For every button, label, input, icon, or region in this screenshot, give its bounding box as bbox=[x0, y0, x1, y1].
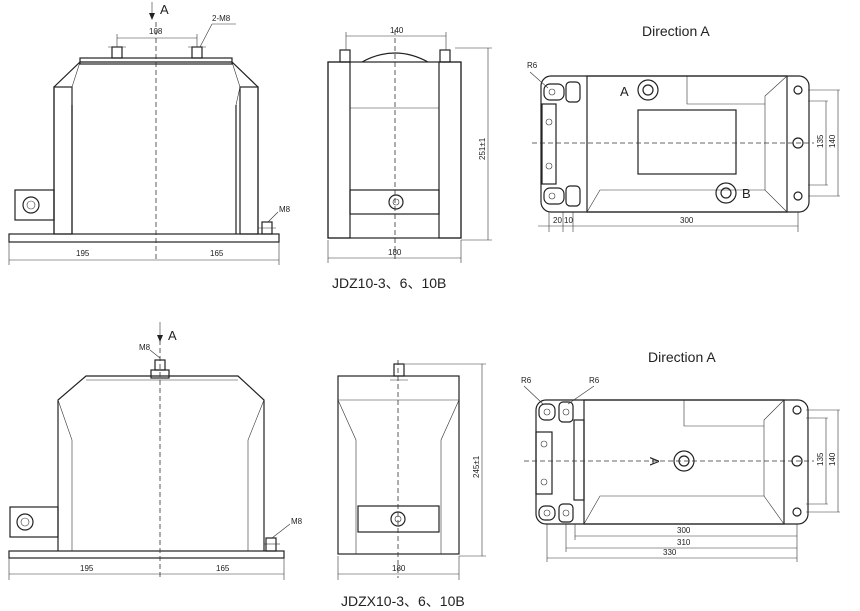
terminal-a-label: A bbox=[620, 84, 629, 99]
label-m8-ground: M8 bbox=[279, 205, 291, 214]
dim-180: 180 bbox=[388, 248, 402, 257]
bottom-plan-view: Direction A A R6 R6 bbox=[521, 349, 840, 562]
dim-330: 330 bbox=[663, 548, 677, 557]
top-direction-title: Direction A bbox=[642, 23, 710, 39]
top-plan-view: Direction A A B R6 bbox=[527, 23, 840, 232]
dim-180-bottom: 180 bbox=[392, 564, 406, 573]
dim-300: 300 bbox=[680, 216, 694, 225]
label-r6-left: R6 bbox=[521, 376, 532, 385]
dim-10: 10 bbox=[564, 216, 573, 225]
dim-140: 140 bbox=[828, 134, 837, 148]
top-side-view: 140 251±1 180 bbox=[327, 26, 492, 263]
dim-108: 108 bbox=[149, 27, 163, 36]
label-2-m8: 2-M8 bbox=[212, 14, 231, 23]
dim-140-bottom: 140 bbox=[828, 452, 837, 466]
dim-135-bottom: 135 bbox=[816, 452, 825, 466]
dim-300-bottom: 300 bbox=[677, 526, 691, 535]
bottom-side-view: 245±1 180 bbox=[337, 360, 486, 580]
top-view-arrow-label: A bbox=[160, 2, 169, 17]
dim-165: 165 bbox=[210, 249, 224, 258]
terminal-a-label-bottom: A bbox=[647, 457, 662, 466]
label-m8-ground-bottom: M8 bbox=[291, 517, 303, 526]
bottom-direction-title: Direction A bbox=[648, 349, 716, 365]
label-r6: R6 bbox=[527, 61, 538, 70]
dim-height-245: 245±1 bbox=[472, 455, 481, 478]
bottom-caption: JDZX10-3、6、10B bbox=[341, 593, 465, 609]
terminal-b-label: B bbox=[742, 186, 751, 201]
label-r6-right: R6 bbox=[589, 376, 600, 385]
dim-135: 135 bbox=[816, 134, 825, 148]
label-m8-top: M8 bbox=[139, 343, 151, 352]
top-caption: JDZ10-3、6、10B bbox=[332, 275, 446, 291]
dim-height-251: 251±1 bbox=[478, 137, 487, 160]
dim-165-bottom: 165 bbox=[216, 564, 230, 573]
dim-20: 20 bbox=[553, 216, 562, 225]
bottom-front-view: A M8 M8 195 165 bbox=[8, 322, 303, 580]
bottom-view-arrow-label: A bbox=[168, 328, 177, 343]
top-front-view: A 108 2-M8 M8 195 165 bbox=[8, 2, 291, 265]
dim-140-side: 140 bbox=[390, 26, 404, 35]
dim-195-bottom: 195 bbox=[80, 564, 94, 573]
dim-195: 195 bbox=[76, 249, 90, 258]
dim-310: 310 bbox=[677, 538, 691, 547]
